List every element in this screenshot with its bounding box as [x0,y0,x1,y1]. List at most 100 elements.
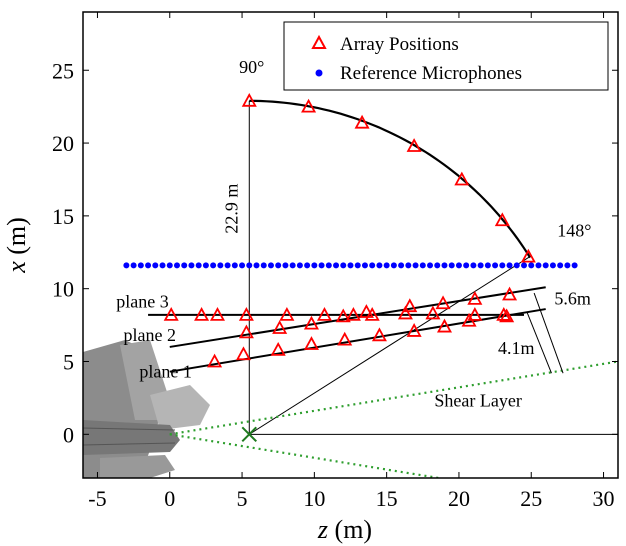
reference-microphone-point [340,262,347,269]
annotation-5-6m: 5.6m [554,289,591,309]
reference-microphone-point [173,262,180,269]
reference-microphone-point [354,262,361,269]
array-position-point [194,307,210,321]
reference-microphone-point [195,262,202,269]
nozzle-illustration [83,340,210,478]
reference-microphone-point [304,262,311,269]
legend: Array Positions Reference Microphones [283,21,609,91]
y-tick-label: 10 [52,277,74,302]
x-tick-label: -5 [88,486,106,511]
x-axis-label: z (m) [317,515,372,544]
legend-triangle-marker [311,34,327,49]
array-position-point [207,353,223,368]
y-tick-label: 0 [63,422,74,447]
array-position-point [461,312,477,327]
array-position-point [335,308,351,323]
reference-microphone-point [130,262,137,269]
reference-microphone-point [470,262,477,269]
x-tick-label: 5 [237,486,248,511]
reference-microphone-point [434,262,441,269]
reference-microphone-point [557,262,564,269]
reference-microphone-point [427,262,434,269]
reference-microphone-point [542,262,549,269]
array-position-point [238,307,254,321]
annotation-plane-2: plane 2 [123,325,175,345]
array-position-point [358,304,374,318]
reference-microphone-point [137,262,144,269]
reference-microphone-point [419,262,426,269]
array-position-point [279,307,295,321]
array-position-point [235,346,252,361]
dimension-line-5-6m [533,292,564,374]
reference-microphone-point [528,262,535,269]
legend-dot-marker [315,69,323,77]
reference-microphone-point [549,262,556,269]
reference-microphone-point [390,262,397,269]
array-position-point [371,327,387,342]
array-position-point [397,305,413,320]
reference-microphone-point [564,262,571,269]
x-tick-label: 25 [520,486,542,511]
reference-microphone-point [159,262,166,269]
legend-box [283,21,609,91]
reference-microphone-point [123,262,130,269]
reference-microphone-point [318,262,325,269]
array-position-point [454,171,470,186]
x-tick-label: 0 [164,486,175,511]
reference-microphone-point [282,262,289,269]
reference-microphone-point [513,262,520,269]
reference-microphone-point [455,262,462,269]
reference-microphone-point [477,262,484,269]
reference-microphone-point [535,262,542,269]
reference-microphone-point [441,262,448,269]
array-position-point [238,324,254,339]
reference-microphone-point [289,262,296,269]
reference-microphone-point [325,262,332,269]
reference-microphone-point [260,262,267,269]
array-position-point [303,315,319,330]
shear-layer-line [169,360,618,436]
array-position-point [163,307,179,321]
reference-microphone-point [571,262,578,269]
array-position-point [402,298,418,313]
array-position-point [241,92,257,107]
array-position-point [467,291,483,305]
array-position-point [467,307,483,321]
reference-microphone-point [412,262,419,269]
array-position-point [354,114,370,129]
x-tick-label: 10 [303,486,325,511]
array-position-point [364,307,380,321]
reference-microphone-point [484,262,491,269]
y-tick-label: 25 [52,58,74,83]
reference-microphone-point [231,262,238,269]
reference-microphone-point [369,262,376,269]
array-position-point [435,295,451,310]
array-position-point [272,320,288,334]
legend-entry-array-positions: Array Positions [340,34,459,55]
annotation-90-: 90° [239,57,264,77]
x-tick-label: 15 [376,486,398,511]
reference-microphone-point [246,262,253,269]
reference-microphone-point [311,262,318,269]
reference-microphone-point [333,262,340,269]
reference-microphone-point [448,262,455,269]
array-position-point [425,305,441,320]
y-tick-label: 15 [52,204,74,229]
array-position-point [406,138,422,152]
array-position-point [270,341,286,356]
array-position-point [345,307,361,321]
plot-frame [82,11,619,479]
reference-microphone-point [296,262,303,269]
array-position-point [316,307,332,321]
radius-line-148 [249,256,531,435]
reference-microphone-point [275,262,282,269]
annotation-shear-layer: Shear Layer [434,391,521,411]
reference-microphone-point [217,262,224,269]
plane-line [169,308,546,373]
reference-microphone-point [492,262,499,269]
reference-microphone-point [506,262,513,269]
reference-microphone-point [224,262,231,269]
array-position-point [494,212,510,227]
